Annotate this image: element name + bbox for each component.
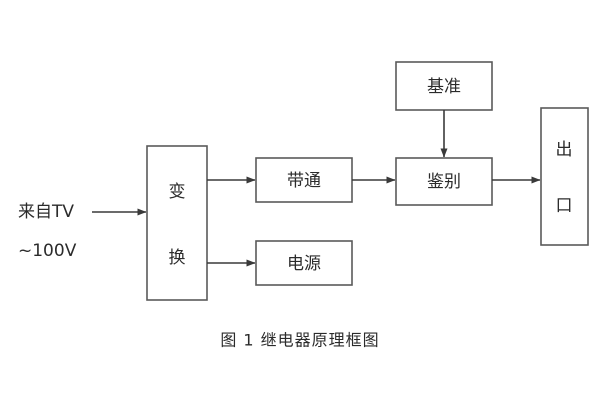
block-discriminate-label: 鉴别 xyxy=(427,172,461,192)
block-reference[interactable] xyxy=(395,61,493,111)
block-convert-label-line1: 变 xyxy=(169,182,186,202)
block-output[interactable] xyxy=(540,107,589,246)
block-reference-label: 基准 xyxy=(427,77,461,97)
figure-caption: 图 1 继电器原理框图 xyxy=(220,331,379,350)
input-source-label-line2: ~100V xyxy=(18,241,77,261)
block-convert[interactable] xyxy=(146,145,208,301)
block-convert-label-line2: 换 xyxy=(169,248,186,268)
block-output-label-line2: 口 xyxy=(556,196,573,216)
input-source-label-line1: 来自TV xyxy=(18,202,74,222)
block-output-label-line1: 出 xyxy=(556,140,573,160)
block-power-label: 电源 xyxy=(287,254,321,274)
block-discriminate[interactable] xyxy=(395,157,493,206)
block-power[interactable] xyxy=(255,240,353,286)
block-bandpass[interactable] xyxy=(255,157,353,203)
block-bandpass-label: 带通 xyxy=(287,171,321,191)
